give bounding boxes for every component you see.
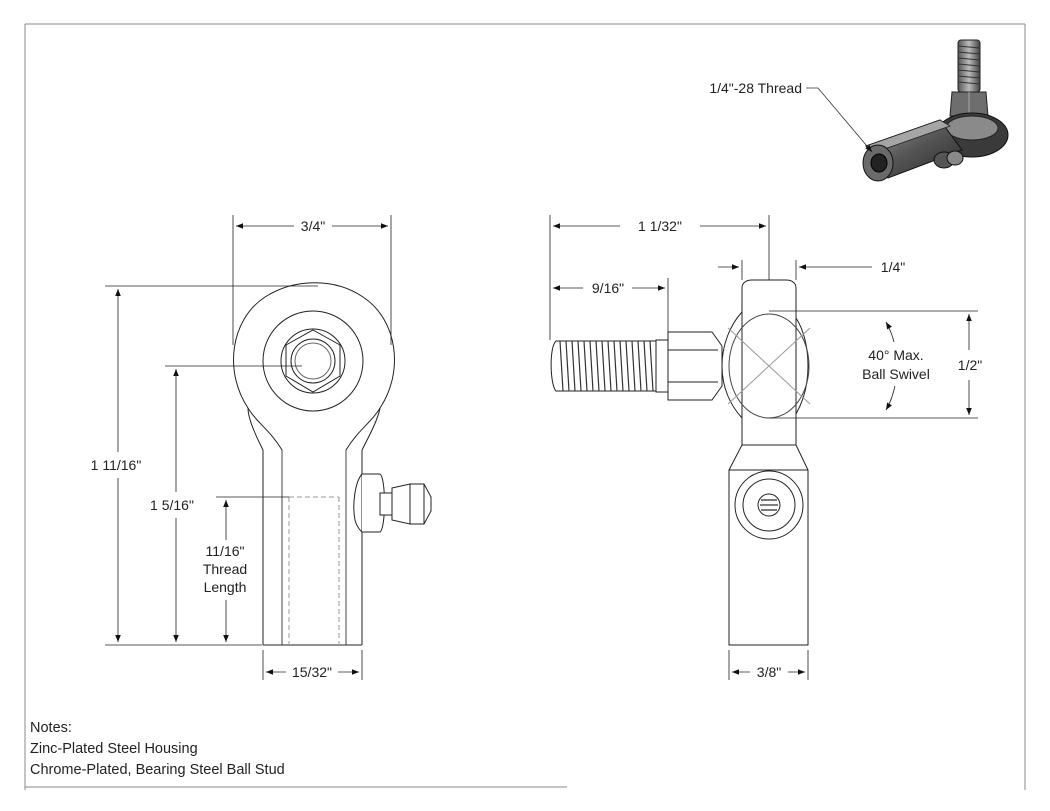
- dim-overall-length: 1 1/32": [638, 218, 682, 234]
- thread-crest: [595, 340, 600, 392]
- thread-crest: [583, 340, 588, 392]
- notes-heading: Notes:: [30, 720, 72, 736]
- thread-crest: [637, 340, 642, 392]
- note-item: Zinc-Plated Steel Housing: [30, 741, 198, 757]
- dim-thread-length-label-1: Thread: [203, 561, 247, 577]
- thread-crest: [625, 340, 630, 392]
- isometric-render: [862, 39, 1009, 182]
- dim-shank-width: 15/32": [292, 664, 332, 680]
- thread-crest: [571, 340, 576, 392]
- thread-crest: [643, 340, 648, 392]
- thread-crest: [607, 340, 612, 392]
- drawing-border: [24, 23, 1026, 790]
- dim-ball-width: 1/4": [881, 259, 905, 275]
- stud-thread-teeth: [559, 340, 654, 392]
- thread-crest: [565, 340, 570, 392]
- swivel-label-line-1: 40° Max.: [868, 347, 923, 363]
- thread-crest: [613, 340, 618, 392]
- note-item: Chrome-Plated, Bearing Steel Ball Stud: [30, 762, 285, 778]
- dim-overall-height: 1 11/16": [91, 457, 142, 473]
- thread-crest: [577, 340, 582, 392]
- dim-body-width: 3/8": [757, 664, 781, 680]
- thread-callout-leader: [806, 87, 873, 153]
- notes-block: Notes: Zinc-Plated Steel Housing Chrome-…: [30, 718, 285, 781]
- dim-thread-length-label-2: Length: [204, 579, 247, 595]
- thread-crest: [619, 340, 624, 392]
- thread-crest: [649, 340, 654, 392]
- front-view: [233, 282, 432, 646]
- swivel-label-line-2: Ball Swivel: [862, 366, 930, 382]
- dim-stud-length: 9/16": [592, 280, 624, 296]
- dim-center-height: 1 5/16": [150, 497, 194, 513]
- side-view: [550, 279, 811, 646]
- thread-crest: [601, 340, 606, 392]
- front-view-dimensions: [105, 215, 392, 680]
- thread-callout: 1/4"-28 Thread: [709, 80, 802, 96]
- dim-ball-height: 1/2": [958, 357, 982, 373]
- thread-crest: [631, 340, 636, 392]
- side-view-dimensions: [549, 215, 978, 680]
- dim-thread-length-value: 11/16": [206, 543, 245, 559]
- thread-crest: [589, 340, 594, 392]
- thread-crest: [559, 340, 564, 392]
- dim-width: 3/4": [301, 218, 325, 234]
